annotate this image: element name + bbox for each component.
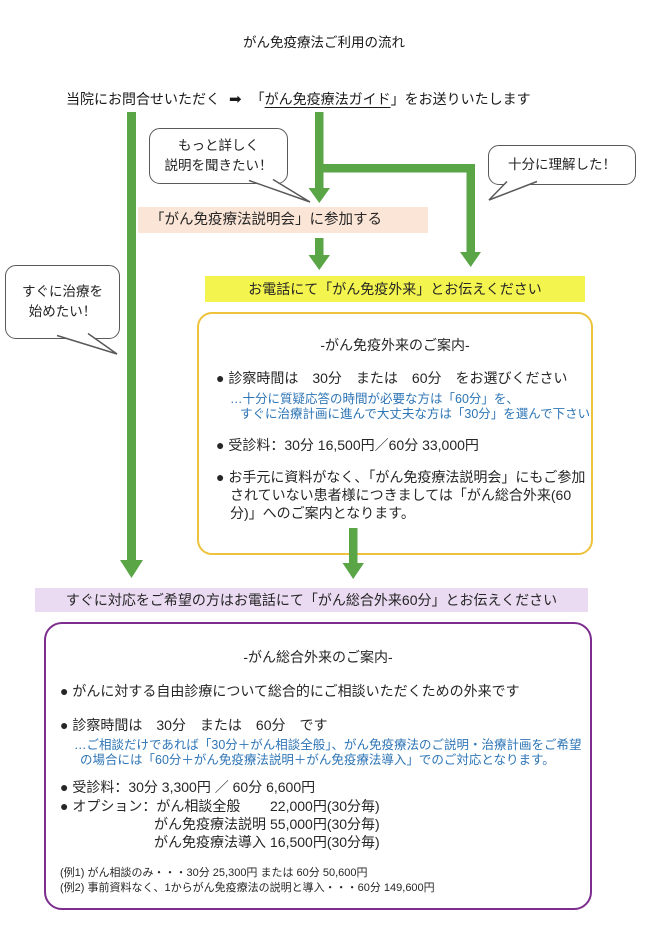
down-arrow-right-shaft xyxy=(466,164,475,254)
immuno-bullet-fee: ● 受診料：30分 16,500円／60分 33,000円 xyxy=(216,437,479,453)
down-arrow-seminar-shaft xyxy=(315,238,324,257)
down-arrow-middle-shaft xyxy=(315,112,324,190)
speech-bubble-understood: 十分に理解した！ xyxy=(488,145,636,185)
guide-link: がん免疫療法ガイド xyxy=(264,91,391,107)
speech-bubble-more-detail: もっと詳しく 説明を聞きたい！ xyxy=(149,128,288,184)
bubble-understood-text: 十分に理解した！ xyxy=(508,157,616,173)
contact-text: 当院にお問合せいただく xyxy=(66,91,220,107)
example-1: (例1) がん相談のみ・・・30分 25,300円 または 60分 50,600… xyxy=(60,867,368,879)
down-arrow-left-head xyxy=(120,560,143,578)
down-arrow-immuno-box-head xyxy=(342,563,364,579)
option-row-1-label: ● オプション：がん相談全般 xyxy=(60,798,241,814)
page-title: がん免疫療法ご利用の流れ xyxy=(243,35,405,50)
immuno-box-heading: -がん免疫外来のご案内- xyxy=(320,337,470,353)
immuno-note-2: すぐに治療計画に進んで大丈夫な方は「30分」を選んで下さい xyxy=(240,407,591,421)
general-bullet-time: ● 診察時間は 30分 または 60分 です xyxy=(60,717,328,733)
immuno-bullet-time: ● 診察時間は 30分 または 60分 をお選びください xyxy=(216,370,568,386)
speech-bubble-start-now: すぐに治療を 始めたい！ xyxy=(5,265,120,339)
bubble-start-line2: 始めたい！ xyxy=(28,304,97,319)
general-bullet-fee: ● 受診料：30分 3,300円 ／ 60分 6,600円 xyxy=(60,779,316,795)
general-note-2: の場合には「60分＋がん免疫療法説明＋がん免疫療法導入」でのご対応となります。 xyxy=(80,753,555,767)
bubble-start-line1: すぐに治療を xyxy=(22,284,103,300)
general-outpatient-box: -がん総合外来のご案内- ● がんに対する自由診療について総合的にご相談いただく… xyxy=(44,622,592,910)
phone-banner-general: すぐに対応をご希望の方はお電話にて「がん総合外来60分」とお伝えください xyxy=(35,588,588,612)
option-row-2-label: がん免疫療法説明 xyxy=(154,816,266,832)
general-note-1: …ご相談だけであれば「30分＋がん相談全般」、がん免疫療法のご説明・治療計画をご… xyxy=(74,738,582,752)
option-row-3-label: がん免疫療法導入 xyxy=(154,834,266,850)
open-bracket: 「 xyxy=(250,91,265,107)
immuno-bullet-nodoc-2: されていない患者様につきましては「がん総合外来(60 xyxy=(230,487,572,503)
option-row-2-price: 55,000円(30分毎) xyxy=(270,816,380,832)
general-box-heading: -がん総合外来のご案内- xyxy=(243,649,393,665)
option-row-3-price: 16,500円(30分毎) xyxy=(270,834,380,850)
immuno-outpatient-box: -がん免疫外来のご案内- ● 診察時間は 30分 または 60分 をお選びくださ… xyxy=(197,312,593,555)
intro-line: 当院にお問合せいただく ➡ 「がん免疫療法ガイド」をお送りいたします xyxy=(66,89,531,109)
phone-banner-immuno: お電話にて「がん免疫外来」とお伝えください xyxy=(205,276,585,302)
intro-suffix: 」をお送りいたします xyxy=(390,91,531,107)
immuno-bullet-nodoc-3: 分)」へのご案内となります。 xyxy=(230,505,415,521)
seminar-banner: 「がん免疫療法説明会」に参加する xyxy=(138,207,428,233)
down-arrow-left-shaft xyxy=(127,112,136,562)
immuno-bullet-nodoc-1: ● お手元に資料がなく、「がん免疫療法説明会」にもご参加 xyxy=(216,469,586,485)
right-arrow-icon: ➡ xyxy=(229,91,242,108)
bubble-more-line2: 説明を聞きたい！ xyxy=(164,158,273,173)
bubble-more-line1: もっと詳しく xyxy=(178,138,259,154)
option-row-1-price: 22,000円(30分毎) xyxy=(270,798,380,814)
down-arrow-seminar-head xyxy=(308,255,330,270)
immuno-note-1: …十分に質疑応答の時間が必要な方は「60分」を、 xyxy=(230,392,519,406)
example-2: (例2) 事前資料なく、1からがん免疫療法の説明と導入・・・60分 149,60… xyxy=(60,882,435,894)
down-arrow-middle-head xyxy=(308,188,330,203)
down-arrow-right-head xyxy=(460,252,481,267)
general-bullet-free: ● がんに対する自由診療について総合的にご相談いただくための外来です xyxy=(60,683,520,699)
branch-line-horizontal xyxy=(315,164,475,173)
